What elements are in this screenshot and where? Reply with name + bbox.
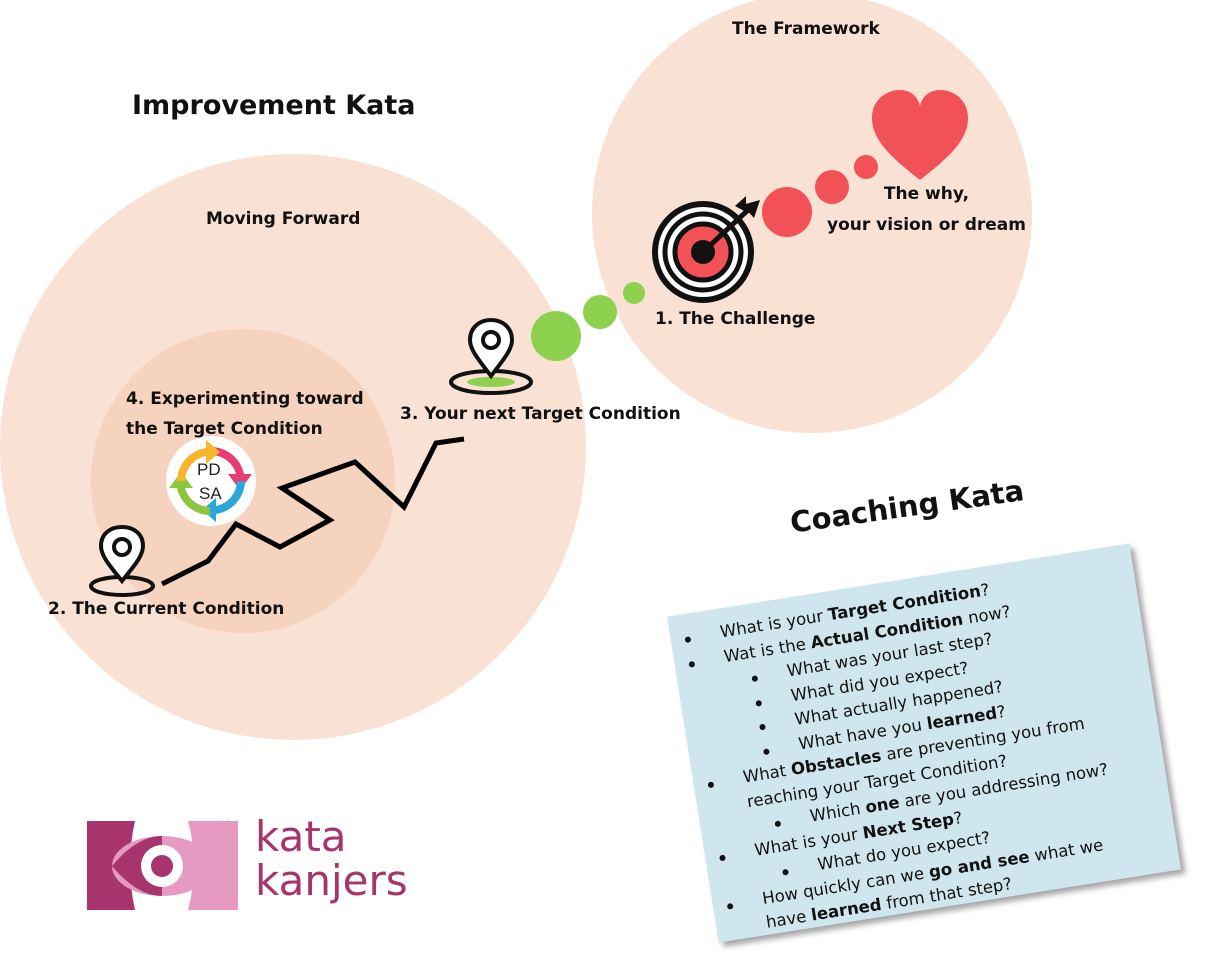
progress-dot <box>583 295 617 329</box>
pdsa-bottom-text: SA <box>199 484 222 503</box>
heart-icon <box>872 90 968 180</box>
experimenting-line-2: the Target Condition <box>126 419 323 439</box>
location-pin-icon <box>89 524 155 597</box>
question-text: have <box>764 905 813 932</box>
location-pin-icon <box>449 317 533 395</box>
dream-dot <box>815 170 849 204</box>
pdsa-top-text: PD <box>197 460 221 479</box>
target-condition-label: 3. Your next Target Condition <box>400 404 681 424</box>
question-text-end: ? <box>952 807 964 828</box>
bullet-icon <box>774 820 782 828</box>
bullet-icon <box>707 781 715 789</box>
question-text: What <box>741 760 793 787</box>
progress-dot <box>623 282 645 304</box>
bullet-icon <box>718 854 726 861</box>
experimenting-label: 4. Experimenting toward the Target Condi… <box>126 384 364 444</box>
experiment-path <box>160 436 465 587</box>
bullet-icon <box>751 675 759 683</box>
question-emphasis: one <box>864 792 901 817</box>
why-line-2: your vision or dream <box>827 215 1026 235</box>
moving-forward-label: Moving Forward <box>206 209 361 229</box>
bullet-icon <box>684 636 692 644</box>
bullet-icon <box>726 902 734 910</box>
framework-label: The Framework <box>732 19 880 39</box>
diagram-title: Improvement Kata <box>132 90 416 121</box>
logo-line-1: kata <box>255 812 347 861</box>
why-line-1: The why, <box>883 184 970 204</box>
question-text-end: now? <box>961 601 1012 628</box>
experimenting-line-1: 4. Experimenting toward <box>126 389 364 409</box>
question-text-end: ? <box>995 701 1007 722</box>
kata-kanjers-logo-mark <box>87 821 238 910</box>
dream-dot <box>762 187 812 237</box>
why-label: The why, your vision or dream <box>827 179 1026 241</box>
pdsa-cycle-icon <box>166 436 256 526</box>
target-icon <box>652 196 760 303</box>
bullet-icon <box>688 660 696 668</box>
bullet-icon <box>782 868 789 876</box>
question-text-end: ? <box>979 580 991 601</box>
progress-dot <box>531 311 581 361</box>
question-text-end: what we <box>1027 834 1105 866</box>
kata-kanjers-logo-text: kata kanjers <box>255 815 408 903</box>
dream-dot <box>854 155 878 179</box>
logo-line-2: kanjers <box>255 856 408 905</box>
bullet-icon <box>762 747 770 755</box>
bullet-icon <box>755 699 763 707</box>
challenge-label: 1. The Challenge <box>655 309 816 329</box>
current-condition-label: 2. The Current Condition <box>48 599 285 619</box>
bullet-icon <box>759 723 766 731</box>
question-text: Which <box>808 798 867 826</box>
